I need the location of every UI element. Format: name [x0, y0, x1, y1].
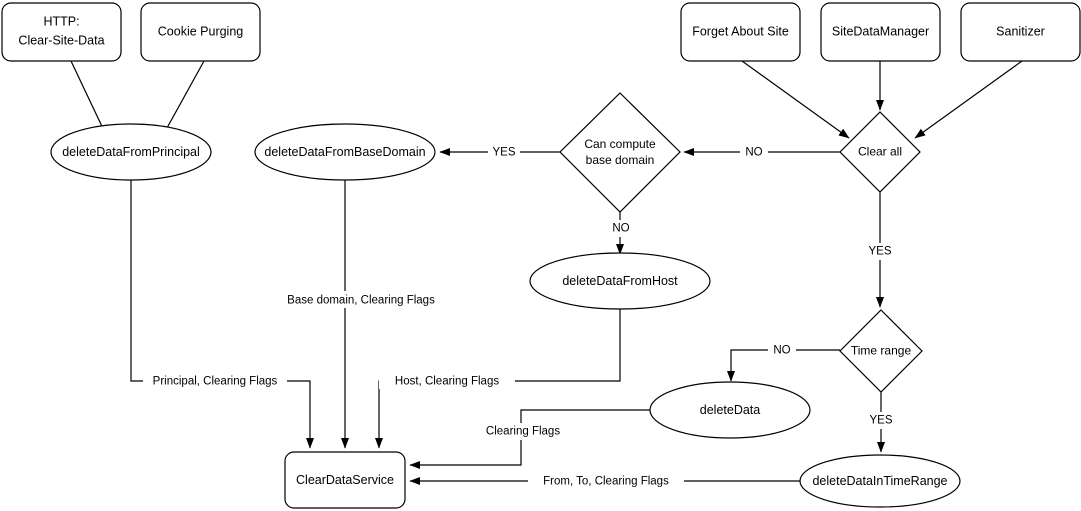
edge-time-range-no-to-delete-data: [726, 349, 840, 382]
delete-data-ellipse[interactable]: [649, 381, 811, 439]
time-range-diamond[interactable]: [839, 309, 923, 393]
can-compute-base-domain-label-line1: Can compute: [584, 137, 656, 151]
node-site-data-manager[interactable]: SiteDataManager: [820, 2, 941, 62]
http-clear-site-data-label-line1: HTTP:: [43, 14, 79, 28]
node-forget-about-site[interactable]: Forget About Site: [680, 2, 801, 62]
edge-label-from-to-clearing-flags: From, To, Clearing Flags: [543, 476, 669, 488]
node-delete-data-from-host[interactable]: deleteDataFromHost: [529, 252, 711, 310]
edge-label-base-domain-clearing-flags: Base domain, Clearing Flags: [287, 295, 435, 307]
delete-data-label: deleteData: [700, 403, 761, 417]
http-clear-site-data-box[interactable]: [1, 2, 122, 62]
node-cookie-purging[interactable]: Cookie Purging: [140, 2, 261, 62]
forget-about-site-label: Forget About Site: [692, 24, 789, 38]
edge-sanitizer-to-clear-all: [914, 60, 1023, 139]
edge-label-time-range-no: NO: [773, 345, 790, 357]
time-range-label: Time range: [851, 344, 912, 358]
delete-data-from-principal-label: deleteDataFromPrincipal: [62, 145, 200, 159]
clear-data-service-label: ClearDataService: [296, 473, 394, 487]
clear-all-diamond[interactable]: [839, 111, 921, 193]
edge-forget-about-site-to-clear-all: [741, 60, 850, 139]
edge-label-host-clearing-flags: Host, Clearing Flags: [395, 376, 499, 388]
forget-about-site-box[interactable]: [680, 2, 801, 62]
node-sanitizer[interactable]: Sanitizer: [960, 2, 1081, 62]
edge-label-clearing-flags: Clearing Flags: [486, 426, 560, 438]
delete-data-in-time-range-label: deleteDataInTimeRange: [812, 474, 947, 488]
node-clear-all[interactable]: Clear all: [839, 111, 921, 193]
site-data-manager-label: SiteDataManager: [832, 24, 929, 38]
delete-data-in-time-range-ellipse[interactable]: [799, 454, 961, 508]
clear-data-service-box[interactable]: [284, 451, 406, 509]
edge-label-principal-clearing-flags: Principal, Clearing Flags: [153, 376, 278, 388]
node-can-compute-base-domain[interactable]: Can compute base domain: [559, 92, 681, 213]
http-clear-site-data-label-line2: Clear-Site-Data: [18, 33, 104, 47]
cookie-purging-label: Cookie Purging: [158, 24, 244, 38]
edge-label-clear-all-no: NO: [745, 147, 762, 159]
delete-data-from-host-ellipse[interactable]: [529, 252, 711, 310]
edge-http-to-principal: [70, 60, 108, 138]
node-time-range[interactable]: Time range: [839, 309, 923, 393]
edge-principal-to-clear-data-service: [130, 180, 315, 449]
node-delete-data-from-principal[interactable]: deleteDataFromPrincipal: [50, 123, 212, 181]
edge-label-can-compute-yes: YES: [492, 147, 515, 159]
node-delete-data-from-base-domain[interactable]: deleteDataFromBaseDomain: [254, 123, 436, 181]
delete-data-from-principal-ellipse[interactable]: [50, 123, 212, 181]
edge-cookie-purging-to-principal: [161, 60, 205, 138]
sanitizer-label: Sanitizer: [996, 24, 1045, 38]
node-clear-data-service[interactable]: ClearDataService: [284, 451, 406, 509]
node-delete-data-in-time-range[interactable]: deleteDataInTimeRange: [799, 454, 961, 508]
site-data-manager-box[interactable]: [820, 2, 941, 62]
node-delete-data[interactable]: deleteData: [649, 381, 811, 439]
edge-label-can-compute-no: NO: [612, 223, 629, 235]
can-compute-base-domain-label-line2: base domain: [586, 153, 655, 167]
delete-data-from-host-label: deleteDataFromHost: [562, 274, 678, 288]
can-compute-base-domain-diamond[interactable]: [559, 92, 681, 213]
delete-data-from-base-domain-ellipse[interactable]: [254, 123, 436, 181]
edge-label-time-range-yes: YES: [869, 415, 892, 427]
sanitizer-box[interactable]: [960, 2, 1081, 62]
delete-data-from-base-domain-label: deleteDataFromBaseDomain: [264, 145, 425, 159]
node-http-clear-site-data[interactable]: HTTP: Clear-Site-Data: [1, 2, 122, 62]
clear-all-label: Clear all: [858, 145, 902, 159]
cookie-purging-box[interactable]: [140, 2, 261, 62]
edge-label-clear-all-yes: YES: [868, 246, 891, 258]
